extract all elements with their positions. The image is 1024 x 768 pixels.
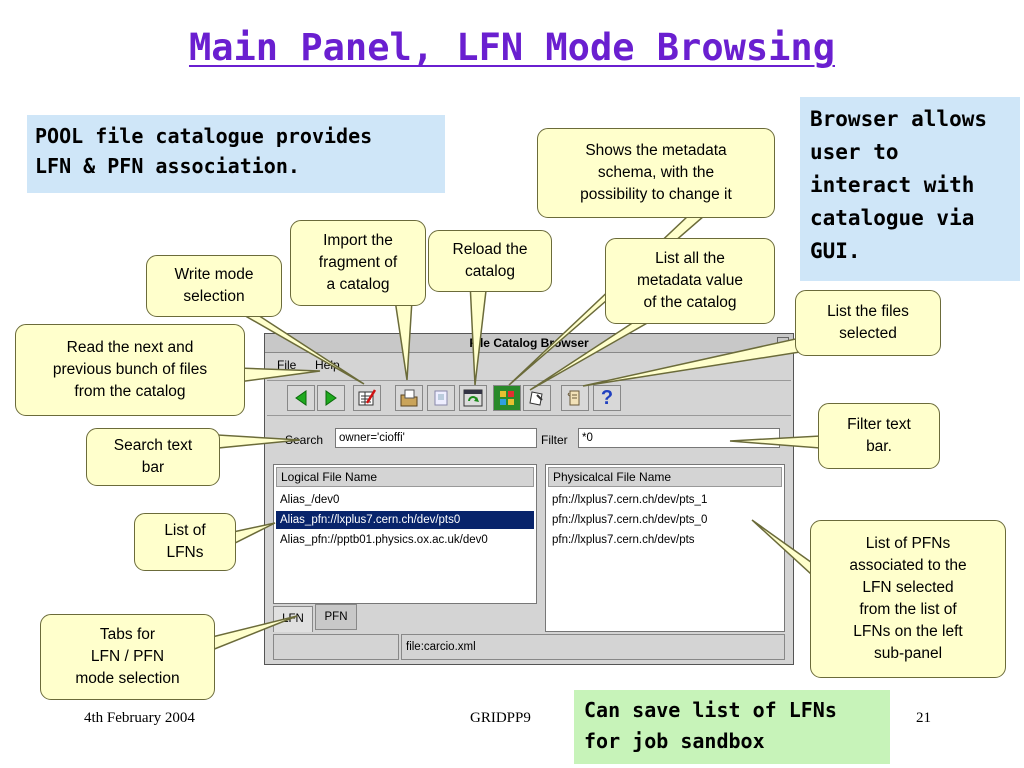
next-arrow-icon[interactable] [317,385,345,411]
status-file: file:carcio.xml [401,634,785,660]
search-label: Search [285,433,324,447]
footer-date: 4th February 2004 [84,710,195,726]
list-files-icon[interactable] [561,385,589,411]
left-note: POOL file catalogue provides LFN & PFN a… [27,115,445,193]
menu-help[interactable]: Help [315,358,340,372]
pfn-row[interactable]: pfn://lxplus7.cern.ch/dev/pts_1 [552,494,708,506]
window-title: File Catalog Browser [265,334,793,353]
export-icon[interactable] [427,385,455,411]
tab-pfn[interactable]: PFN [315,604,357,630]
metadata-schema-icon[interactable] [493,385,521,411]
prev-arrow-icon[interactable] [287,385,315,411]
write-mode-icon[interactable] [353,385,381,411]
callout-reload: Reload the catalog [428,230,552,292]
slide-title: Main Panel, LFN Mode Browsing [188,26,835,69]
menu-file[interactable]: File [277,358,297,372]
callout-list-pfns: List of PFNs associated to the LFN selec… [810,520,1006,678]
lfn-column-header[interactable]: Logical File Name [276,467,534,487]
lfn-row-selected[interactable]: Alias_pfn://lxplus7.cern.ch/dev/pts0 [276,511,534,529]
callout-import-fragment: Import the fragment of a catalog [290,220,426,306]
pfn-row[interactable]: pfn://lxplus7.cern.ch/dev/pts [552,534,695,546]
pfn-column-header[interactable]: Physicalcal File Name [548,467,782,487]
callout-list-lfns: List of LFNs [134,513,236,571]
page-number: 21 [916,710,931,726]
menu-bar: File Help [265,354,793,376]
status-left [273,634,399,660]
callout-list-files: List the files selected [795,290,941,356]
window-control-icon[interactable] [777,337,789,349]
callout-write-mode: Write mode selection [146,255,282,317]
lfn-list-panel: Logical File Name Alias_/dev0 Alias_pfn:… [273,464,537,604]
callout-metadata-schema: Shows the metadata schema, with the poss… [537,128,775,218]
help-icon[interactable]: ? [593,385,621,411]
lfn-row[interactable]: Alias_/dev0 [280,494,340,506]
lfn-row[interactable]: Alias_pfn://pptb01.physics.ox.ac.uk/dev0 [280,534,488,546]
tab-lfn[interactable]: LFN [273,606,313,632]
filter-label: Filter [541,433,568,447]
callout-read-next: Read the next and previous bunch of file… [15,324,245,416]
pfn-row[interactable]: pfn://lxplus7.cern.ch/dev/pts_0 [552,514,708,526]
right-note: Browser allows user to interact with cat… [800,97,1020,281]
toolbar: ? [267,380,791,416]
footer-event: GRIDPP9 [470,710,531,726]
callout-filter-bar: Filter text bar. [818,403,940,469]
catalog-browser-window: File Catalog Browser File Help [264,333,794,665]
bottom-note: Can save list of LFNs for job sandbox [574,690,890,764]
callout-search-bar: Search text bar [86,428,220,486]
tab-bar: LFN PFN [273,604,537,632]
list-metadata-icon[interactable] [523,385,551,411]
filter-input[interactable]: *0 [578,428,780,448]
pfn-list-panel: Physicalcal File Name pfn://lxplus7.cern… [545,464,785,632]
callout-list-metadata: List all the metadata value of the catal… [605,238,775,324]
reload-icon[interactable] [459,385,487,411]
import-icon[interactable] [395,385,423,411]
search-input[interactable]: owner='cioffi' [335,428,537,448]
callout-tabs: Tabs for LFN / PFN mode selection [40,614,215,700]
